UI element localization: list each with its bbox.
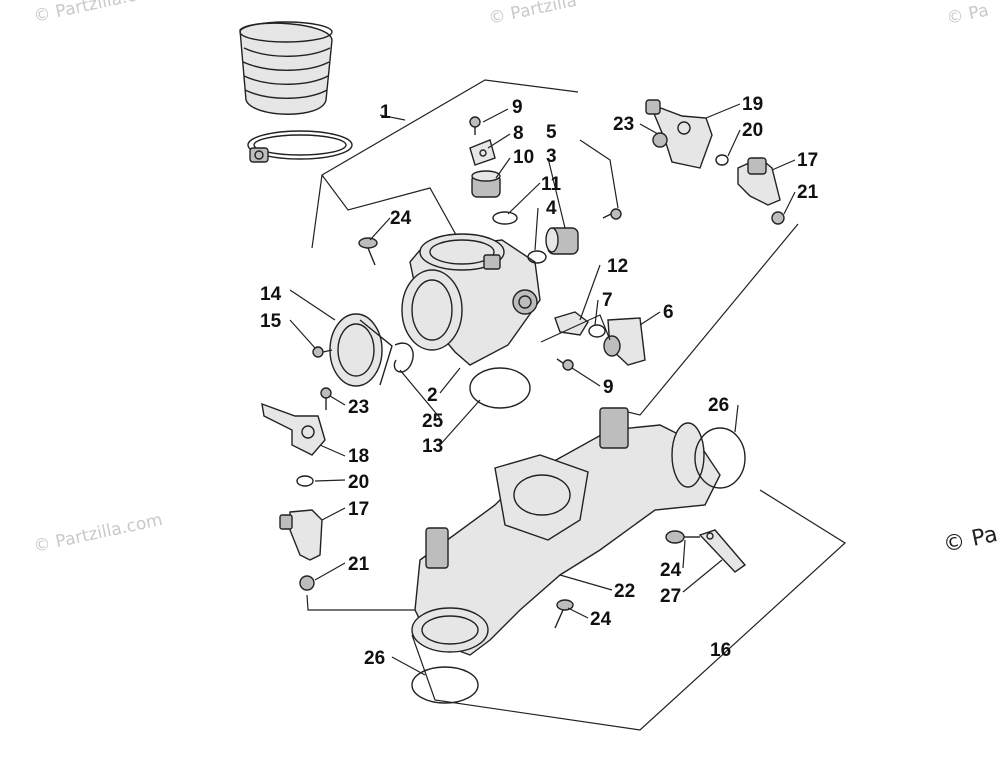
callout-1: 1 [380, 102, 391, 123]
callout-5: 5 [546, 122, 557, 143]
screw-15 [312, 346, 333, 358]
spring-2 [393, 342, 414, 373]
gasket-26-bottom [411, 666, 479, 704]
oring-21-top [771, 211, 785, 225]
bracket-8 [469, 139, 496, 166]
callout-leaders [289, 103, 796, 676]
callout-12: 12 [607, 256, 628, 277]
throttle-body [401, 233, 541, 366]
oring-4 [527, 250, 547, 264]
callout-24-bottom: 24 [590, 609, 612, 630]
callout-26-right: 26 [708, 395, 729, 416]
hose-clamp [247, 130, 353, 163]
callout-17-left: 17 [348, 499, 369, 520]
callout-18: 18 [348, 446, 369, 467]
callout-27: 27 [660, 586, 681, 607]
nut-23-top [652, 132, 668, 148]
intake-boot [239, 21, 333, 115]
callout-16: 16 [710, 640, 731, 661]
callout-8: 8 [513, 123, 524, 144]
bracket-27 [698, 529, 747, 573]
screw-24-top [358, 237, 378, 266]
callout-2: 2 [427, 385, 438, 406]
washer-20-left [296, 475, 314, 487]
sensor-10 [471, 170, 501, 198]
oring-21-left [299, 575, 315, 591]
callout-24-right: 24 [660, 560, 682, 581]
watermark-right: © Pa [941, 522, 1000, 558]
callout-9-top: 9 [512, 97, 523, 118]
callout-11: 11 [541, 174, 562, 195]
callout-15: 15 [260, 311, 282, 332]
callout-19: 19 [742, 94, 763, 115]
oring-11 [492, 211, 518, 225]
watermark-top-mid: © Partzilla [487, 0, 579, 29]
callout-10: 10 [513, 147, 534, 168]
callout-14: 14 [260, 284, 282, 305]
gasket-26-right [694, 427, 746, 489]
oring-13 [469, 367, 531, 409]
fuel-fitting-18 [261, 402, 326, 456]
callout-25: 25 [422, 411, 444, 432]
callout-21-top: 21 [797, 182, 819, 203]
callout-21-left: 21 [348, 554, 370, 575]
callout-23-left: 23 [348, 397, 369, 418]
callout-6: 6 [663, 302, 674, 323]
callout-4: 4 [546, 198, 557, 219]
screw-9-mid [556, 358, 574, 371]
screw-5 [602, 208, 622, 220]
callout-13: 13 [422, 436, 443, 457]
callout-3: 3 [546, 146, 557, 167]
bracket-12 [554, 311, 589, 336]
intake-manifold [411, 407, 721, 656]
callout-24-top: 24 [390, 208, 412, 229]
callout-23-top: 23 [613, 114, 634, 135]
callout-9-mid: 9 [603, 377, 614, 398]
injector-17-top [737, 157, 781, 206]
screw-24-right [665, 530, 700, 544]
watermark-left: © Partzilla.com [32, 510, 164, 557]
injector-17-left [279, 509, 323, 561]
callout-26-bottom: 26 [364, 648, 385, 669]
screw-24-bottom [554, 599, 574, 629]
callout-22: 22 [614, 581, 635, 602]
oring-7 [588, 324, 606, 338]
callout-20-top: 20 [742, 120, 763, 141]
leader-1 [311, 79, 579, 249]
callout-7: 7 [602, 290, 613, 311]
sensor-6 [603, 317, 646, 366]
callout-17-top: 17 [797, 150, 818, 171]
callout-20-left: 20 [348, 472, 369, 493]
screw-23-left [320, 387, 332, 410]
sensor-3 [545, 227, 579, 255]
watermark-top-right: © Pa [945, 1, 991, 29]
screw-9-top [469, 116, 481, 135]
leader-16 [411, 489, 846, 731]
watermark-top-left: © Partzilla.c [32, 0, 138, 27]
throttle-cover [329, 313, 393, 387]
washer-20-top [715, 154, 729, 166]
